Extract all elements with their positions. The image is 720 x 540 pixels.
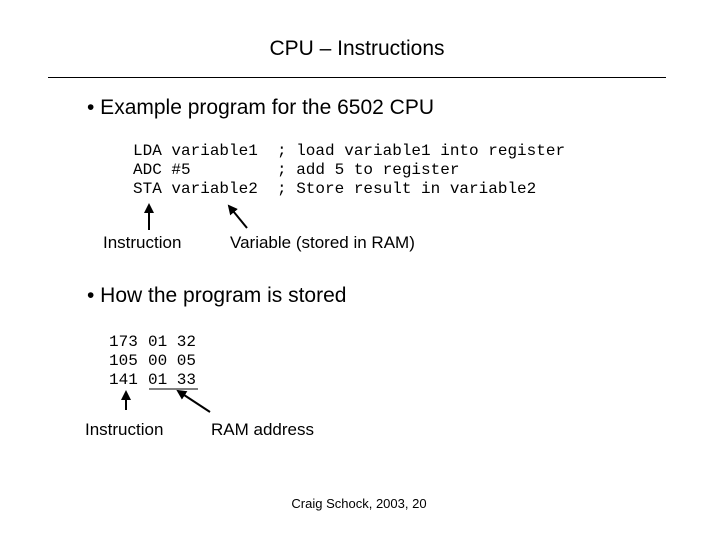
slide-title: CPU – Instructions	[269, 37, 445, 60]
bullet-how-stored: • How the program is stored	[87, 284, 347, 307]
label-instruction: Instruction	[103, 233, 182, 252]
label-variable: Variable (stored in RAM)	[230, 233, 415, 252]
opcode: 173	[109, 333, 138, 351]
code-comment: ; load variable1 into register	[277, 142, 566, 160]
label-ram-address: RAM address	[211, 420, 314, 439]
address: 01 32	[148, 333, 197, 351]
opcode: 105	[109, 352, 138, 370]
arrow-diagonal-icon	[176, 389, 211, 413]
code-comment: ; add 5 to register	[277, 161, 460, 179]
code-line: STA variable2	[133, 180, 258, 198]
code-line: LDA variable1	[133, 142, 258, 160]
title-divider	[48, 77, 666, 78]
assembly-comments: ; load variable1 into register; add 5 to…	[277, 142, 565, 199]
arrow-diagonal-icon	[227, 204, 248, 229]
label-instruction: Instruction	[85, 420, 164, 439]
opcode: 141	[109, 371, 138, 389]
footer-credit: Craig Schock, 2003, 20	[291, 496, 427, 511]
address: 00 05	[148, 352, 197, 370]
address: 01 33	[148, 371, 197, 389]
code-line: ADC #5	[133, 161, 191, 179]
bullet-example-program: • Example program for the 6502 CPU	[87, 96, 435, 119]
code-comment: ; Store result in variable2	[277, 180, 537, 198]
